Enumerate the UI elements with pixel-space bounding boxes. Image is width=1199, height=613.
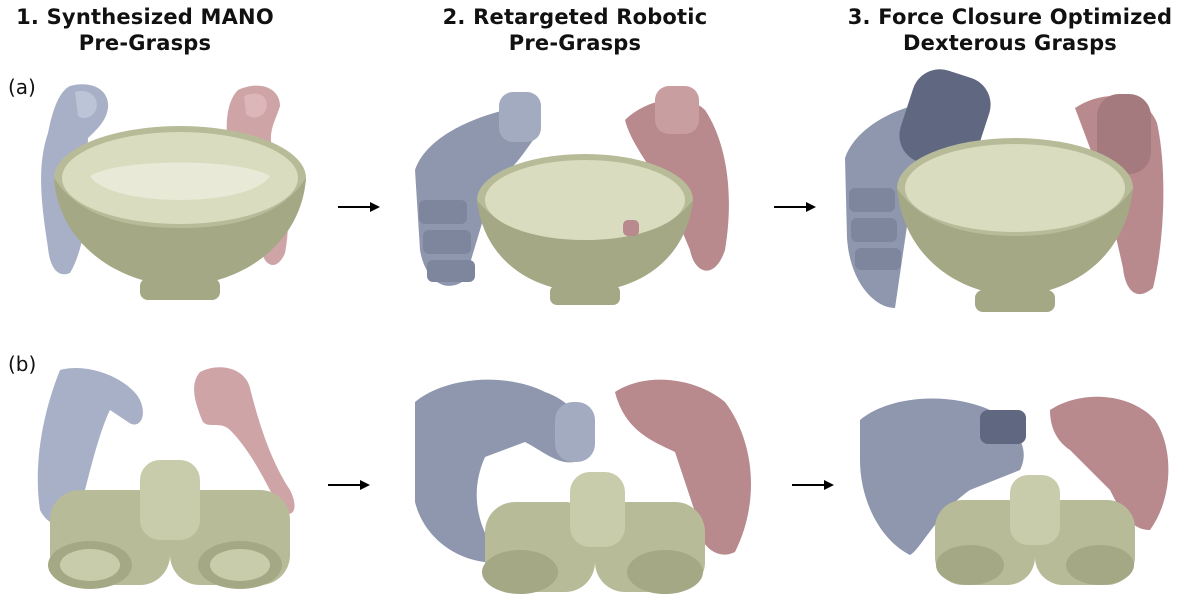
arrow-b2 — [790, 478, 836, 492]
column-title-3-line1: 3. Force Closure Optimized — [830, 4, 1190, 30]
bowl-shape — [477, 154, 693, 305]
scene-a3-optimized-bowl — [835, 68, 1175, 330]
column-title-2-line2: Pre-Grasps — [425, 30, 725, 56]
bowl-shape — [54, 126, 306, 300]
column-title-3-line2: Dexterous Grasps — [830, 30, 1190, 56]
arrow-b1 — [326, 478, 372, 492]
column-title-1: 1. Synthesized MANO Pre-Grasps — [10, 4, 280, 56]
column-title-1-line2: Pre-Grasps — [10, 30, 280, 56]
arrow-a1 — [336, 200, 382, 214]
column-title-2: 2. Retargeted Robotic Pre-Grasps — [425, 4, 725, 56]
bowl-shape — [897, 138, 1133, 312]
scene-a2-robot-bowl — [405, 80, 750, 325]
scene-b3-optimized-binoculars — [850, 380, 1180, 595]
column-title-3: 3. Force Closure Optimized Dexterous Gra… — [830, 4, 1190, 56]
scene-b1-mano-binoculars — [30, 360, 335, 595]
scene-b2-robot-binoculars — [395, 362, 775, 602]
arrow-a2 — [772, 200, 818, 214]
binoculars-shape — [482, 472, 705, 594]
column-title-1-line1: 1. Synthesized MANO — [10, 4, 280, 30]
column-title-2-line1: 2. Retargeted Robotic — [425, 4, 725, 30]
scene-a1-mano-bowl — [30, 78, 330, 318]
